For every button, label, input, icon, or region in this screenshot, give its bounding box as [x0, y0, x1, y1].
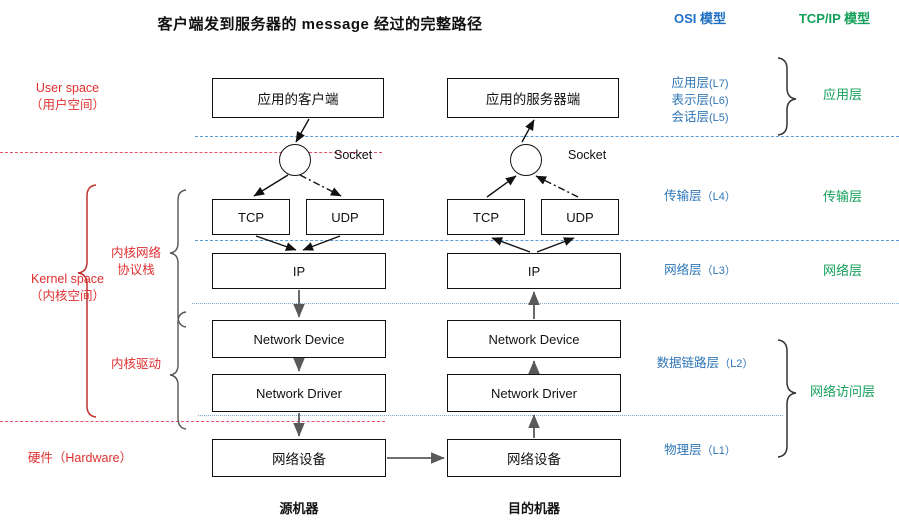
divider-network-datalink: [192, 303, 899, 304]
label-hardware: 硬件（Hardware）: [0, 450, 160, 467]
tcpip-layer-application: 应用层: [822, 87, 862, 102]
osi-layer-l2-name: 数据链路层: [656, 356, 720, 370]
dest-tcp-box[interactable]: TCP: [447, 199, 525, 235]
osi-model-header: OSI 模型: [673, 11, 726, 26]
divider-transport-network: [195, 240, 899, 241]
dest-udp-box[interactable]: UDP: [541, 199, 619, 235]
label-user-space: User space （用户空间）: [0, 80, 135, 114]
label-kernel-driver: 内核驱动: [92, 356, 180, 373]
osi-layer-l6-name: 表示层: [671, 93, 709, 107]
dest-ip-box[interactable]: IP: [447, 253, 621, 289]
dest-socket-circle[interactable]: [510, 144, 542, 176]
arrow-src-tcp-to-ip: [255, 235, 297, 251]
osi-layer-l5-name: 会话层: [671, 110, 709, 124]
source-machine-caption: 源机器: [279, 501, 319, 516]
osi-layer-l5-code: (L5): [708, 112, 729, 124]
tcpip-layer-network: 网络层: [822, 263, 862, 278]
osi-layer-l1-code: （L1）: [701, 445, 736, 457]
tcpip-layer-transport: 传输层: [822, 189, 862, 204]
label-kernel-driver-text: 内核驱动: [110, 357, 161, 371]
osi-layer-l7-code: (L7): [708, 78, 729, 90]
arrow-dest-socket-to-app: [521, 119, 535, 143]
arrow-src-udp-to-ip: [302, 235, 341, 251]
source-socket-label: Socket: [334, 148, 373, 162]
label-kernel-space-cn: （内核空间）: [29, 289, 105, 303]
divider-kernel-hardware-red: [0, 421, 385, 422]
osi-layer-l1: 物理层（L1）: [625, 442, 775, 460]
osi-layer-l1-name: 物理层: [664, 443, 702, 457]
arrow-src-socket-to-udp: [299, 174, 342, 197]
osi-layer-l6: 表示层(L6): [625, 92, 775, 110]
osi-layer-l4-code: （L4）: [701, 191, 736, 203]
arrow-src-app-to-socket: [295, 118, 310, 143]
tcpip-model-header: TCP/IP 模型: [798, 11, 871, 26]
dest-application-box[interactable]: 应用的服务器端: [447, 78, 619, 118]
brace-tcpip-application: [777, 57, 797, 136]
osi-layer-l2-code: （L2）: [719, 358, 754, 370]
osi-layer-l6-code: (L6): [708, 95, 729, 107]
source-ip-box[interactable]: IP: [212, 253, 386, 289]
source-application-box[interactable]: 应用的客户端: [212, 78, 384, 118]
osi-layer-l3: 网络层（L3）: [625, 262, 775, 280]
dest-socket-label: Socket: [568, 148, 607, 162]
page-title: 客户端发到服务器的 message 经过的完整路径: [157, 16, 483, 33]
label-kernel-net-stack-line2: 协议栈: [117, 263, 155, 277]
label-hardware-text: 硬件（Hardware）: [27, 451, 133, 465]
osi-layer-l3-name: 网络层: [664, 263, 702, 277]
divider-datalink-physical: [198, 415, 783, 416]
arrow-src-socket-to-tcp: [253, 174, 289, 197]
arrow-dest-tcp-to-socket: [486, 175, 517, 198]
source-socket-circle[interactable]: [279, 144, 311, 176]
arrow-dest-udp-to-socket: [535, 175, 579, 198]
label-kernel-net-stack: 内核网络 协议栈: [92, 245, 180, 279]
label-user-space-en: User space: [35, 81, 100, 95]
label-user-space-cn: （用户空间）: [29, 98, 105, 112]
osi-layer-l2: 数据链路层（L2）: [625, 355, 785, 373]
osi-layer-l4-name: 传输层: [664, 189, 702, 203]
dest-hardware-device-box[interactable]: 网络设备: [447, 439, 621, 477]
dest-machine-caption: 目的机器: [507, 501, 560, 516]
source-tcp-box[interactable]: TCP: [212, 199, 290, 235]
source-network-device-box[interactable]: Network Device: [212, 320, 386, 358]
osi-layer-l7-name: 应用层: [671, 76, 709, 90]
source-udp-box[interactable]: UDP: [306, 199, 384, 235]
source-network-driver-box[interactable]: Network Driver: [212, 374, 386, 412]
osi-layer-l7: 应用层(L7): [625, 75, 775, 93]
dest-network-driver-box[interactable]: Network Driver: [447, 374, 621, 412]
tcpip-layer-access: 网络访问层: [809, 384, 875, 399]
source-hardware-device-box[interactable]: 网络设备: [212, 439, 386, 477]
osi-layer-l4: 传输层（L4）: [625, 188, 775, 206]
divider-user-kernel-blue: [195, 136, 899, 137]
dest-network-device-box[interactable]: Network Device: [447, 320, 621, 358]
osi-layer-l5: 会话层(L5): [625, 109, 775, 127]
osi-layer-l3-code: （L3）: [701, 265, 736, 277]
label-kernel-net-stack-line1: 内核网络: [110, 246, 161, 260]
divider-user-space-red: [0, 152, 382, 153]
